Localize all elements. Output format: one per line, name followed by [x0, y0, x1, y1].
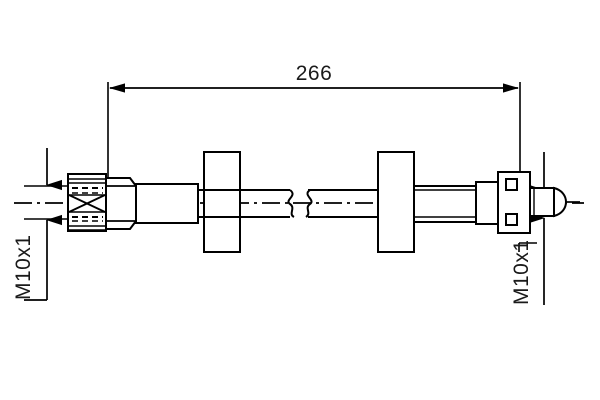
break-symbol-right-curve [305, 189, 313, 218]
left-threaded-end [67, 173, 107, 232]
left-bracket-plate [203, 151, 241, 253]
hose-body-right [308, 189, 378, 218]
hose-body-left [198, 189, 290, 218]
right-ferrule [413, 185, 477, 223]
break-symbol-left-curve [287, 189, 295, 218]
left-thread-cross-b [68, 194, 106, 213]
right-block-collar [475, 181, 499, 225]
left-thread-callout: M10x1 [12, 148, 88, 301]
right-thread-label: M10x1 [510, 239, 533, 305]
right-block-port-top [505, 178, 518, 191]
overall-length-dimension: 266 [107, 62, 521, 200]
right-thread-callout: M10x1 [510, 152, 545, 305]
right-bracket [377, 151, 415, 253]
left-hex-nut [105, 177, 137, 230]
left-bracket [203, 151, 241, 253]
right-threaded-tip [529, 186, 580, 218]
right-bracket-plate [377, 151, 415, 253]
right-block-port-bottom [505, 213, 518, 226]
left-ferrule [135, 183, 199, 224]
left-thread-label: M10x1 [12, 234, 35, 300]
right-banjo-block [475, 171, 531, 234]
right-tip-cone-seat [553, 186, 568, 218]
dimension-value-label: 266 [296, 62, 333, 85]
left-ferrule-body [135, 183, 199, 224]
break-symbol [287, 189, 313, 218]
